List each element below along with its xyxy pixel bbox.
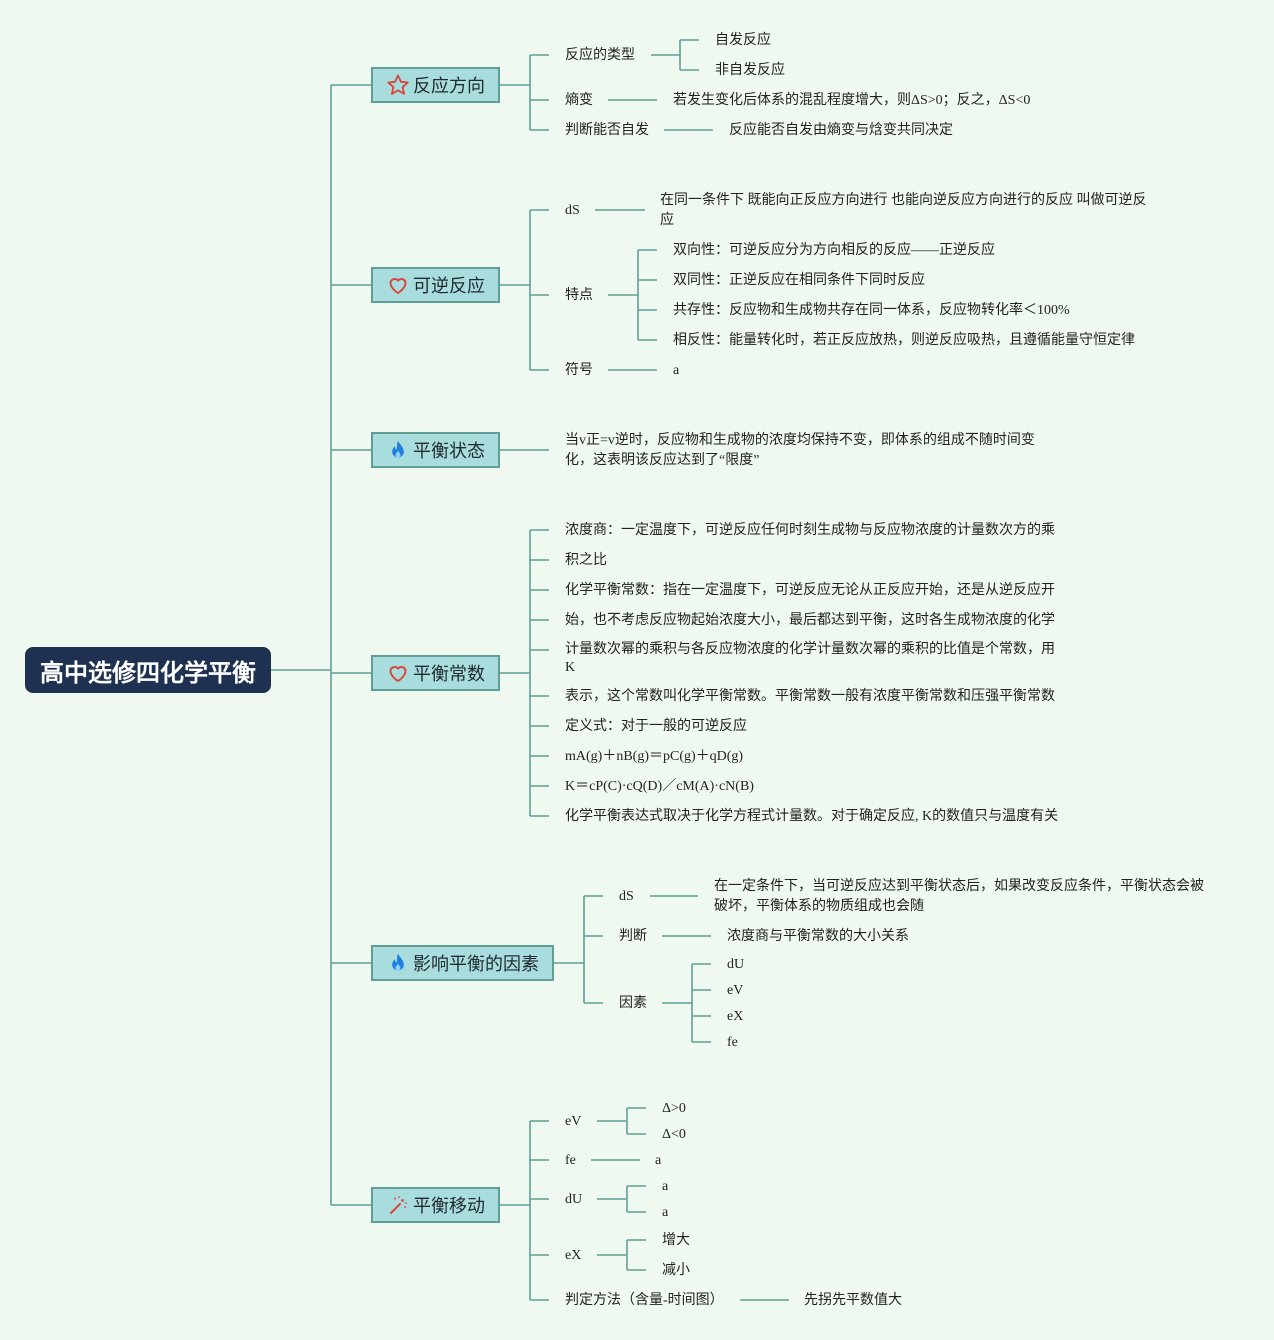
topic-label: 平衡常数 <box>413 664 485 685</box>
root-node[interactable]: 高中选修四化学平衡 <box>25 647 271 693</box>
item-factor-ds[interactable]: dS <box>619 889 634 904</box>
leaf-non-spontaneous[interactable]: 非自发反应 <box>715 63 785 78</box>
leaf-shift-dh-negative[interactable]: Δ<0 <box>662 1127 686 1142</box>
leaf-shift-decrease[interactable]: 减小 <box>662 1263 690 1278</box>
leaf-shift-method-desc[interactable]: 先拐先平数值大 <box>804 1293 902 1308</box>
item-const-line-2[interactable]: 积之比 <box>565 553 607 568</box>
item-const-line-4[interactable]: 始，也不考虑反应物起始浓度大小，最后都达到平衡，这时各生成物浓度的化学 <box>565 613 1055 628</box>
leaf-factor-ds-desc[interactable]: 在一定条件下，当可逆反应达到平衡状态后，如果改变反应条件，平衡状态会被破坏，平衡… <box>714 879 1204 914</box>
leaf-feature-opposite[interactable]: 相反性：能量转化时，若正反应放热，则逆反应吸热，且遵循能量守恒定律 <box>673 333 1135 348</box>
topic-influence-factors[interactable]: 影响平衡的因素 <box>371 945 554 981</box>
leaf-factor-judge-desc[interactable]: 浓度商与平衡常数的大小关系 <box>727 929 909 944</box>
leaf-entropy-desc[interactable]: 若发生变化后体系的混乱程度增大，则ΔS>0；反之，ΔS<0 <box>673 93 1031 108</box>
item-symbol[interactable]: 符号 <box>565 363 593 378</box>
topic-label: 可逆反应 <box>413 276 485 297</box>
heart-icon <box>386 661 410 685</box>
topic-equilibrium-shift[interactable]: 平衡移动 <box>371 1187 500 1223</box>
item-const-line-8[interactable]: mA(g)＋nB(g)＝pC(g)＋qD(g) <box>565 749 744 764</box>
item-const-line-7[interactable]: 定义式：对于一般的可逆反应 <box>565 719 747 734</box>
leaf-feature-simultaneous[interactable]: 双同性：正逆反应在相同条件下同时反应 <box>673 273 925 288</box>
item-const-line-10[interactable]: 化学平衡表达式取决于化学方程式计量数。对于确定反应, K的数值只与温度有关 <box>565 809 1059 824</box>
leaf-feature-bidirectional[interactable]: 双向性：可逆反应分为方向相反的反应——正逆反应 <box>673 243 995 258</box>
item-const-line-5[interactable]: 计量数次幂的乘积与各反应物浓度的化学计量数次幂的乘积的比值是个常数，用K <box>565 642 1055 675</box>
item-shift-fe[interactable]: fe <box>565 1153 576 1168</box>
topic-label: 反应方向 <box>413 76 485 97</box>
leaf-shift-du-a1[interactable]: a <box>662 1179 669 1194</box>
item-const-line-3[interactable]: 化学平衡常数：指在一定温度下，可逆反应无论从正反应开始，还是从逆反应开 <box>565 583 1055 598</box>
item-const-line-1[interactable]: 浓度商：一定温度下，可逆反应任何时刻生成物与反应物浓度的计量数次方的乘 <box>565 523 1055 538</box>
leaf-judge-desc[interactable]: 反应能否自发由熵变与焓变共同决定 <box>729 123 953 138</box>
star-icon <box>386 73 410 97</box>
topic-label: 平衡状态 <box>413 441 485 462</box>
topic-label: 平衡移动 <box>413 1196 485 1217</box>
item-shift-ev[interactable]: eV <box>565 1114 582 1129</box>
item-factor-judge[interactable]: 判断 <box>619 929 647 944</box>
leaf-factor-fe[interactable]: fe <box>727 1035 738 1050</box>
leaf-reversible-def[interactable]: 在同一条件下 既能向正反应方向进行 也能向逆反应方向进行的反应 叫做可逆反应 <box>660 193 1147 228</box>
item-features[interactable]: 特点 <box>565 288 593 303</box>
topic-equilibrium-constant[interactable]: 平衡常数 <box>371 655 500 691</box>
leaf-factor-du[interactable]: dU <box>727 957 745 972</box>
item-equilibrium-desc[interactable]: 当v正=v逆时，反应物和生成物的浓度均保持不变，即体系的组成不随时间变化，这表明… <box>565 433 1035 468</box>
item-reaction-type[interactable]: 反应的类型 <box>565 48 635 63</box>
item-factor-factors[interactable]: 因素 <box>619 996 647 1011</box>
leaf-factor-ex[interactable]: eX <box>727 1009 744 1024</box>
item-shift-ex[interactable]: eX <box>565 1248 582 1263</box>
leaf-shift-fe-value[interactable]: a <box>655 1153 662 1168</box>
magic-wand-icon <box>386 1193 410 1217</box>
item-shift-du[interactable]: dU <box>565 1192 583 1207</box>
topic-reaction-direction[interactable]: 反应方向 <box>371 67 500 103</box>
item-judge-spontaneous[interactable]: 判断能否自发 <box>565 123 649 138</box>
leaf-symbol-value[interactable]: a <box>673 363 680 378</box>
topic-reversible-reaction[interactable]: 可逆反应 <box>371 267 500 303</box>
leaf-shift-dh-positive[interactable]: Δ>0 <box>662 1101 686 1116</box>
heart-icon <box>386 273 410 297</box>
item-entropy[interactable]: 熵变 <box>565 93 593 108</box>
fire-icon <box>386 951 410 975</box>
topic-label: 影响平衡的因素 <box>413 954 539 975</box>
topic-equilibrium-state[interactable]: 平衡状态 <box>371 432 500 468</box>
leaf-shift-du-a2[interactable]: a <box>662 1205 669 1220</box>
leaf-shift-increase[interactable]: 增大 <box>662 1233 690 1248</box>
item-ds[interactable]: dS <box>565 203 580 218</box>
fire-icon <box>386 438 410 462</box>
item-const-line-6[interactable]: 表示，这个常数叫化学平衡常数。平衡常数一般有浓度平衡常数和压强平衡常数 <box>565 689 1055 704</box>
leaf-spontaneous[interactable]: 自发反应 <box>715 33 771 48</box>
item-shift-method[interactable]: 判定方法（含量-时间图） <box>565 1293 724 1308</box>
item-const-line-9[interactable]: K＝cP(C)·cQ(D)／cM(A)·cN(B) <box>565 779 754 794</box>
leaf-factor-ev[interactable]: eV <box>727 983 744 998</box>
leaf-feature-coexistence[interactable]: 共存性：反应物和生成物共存在同一体系，反应物转化率＜100% <box>673 303 1070 318</box>
